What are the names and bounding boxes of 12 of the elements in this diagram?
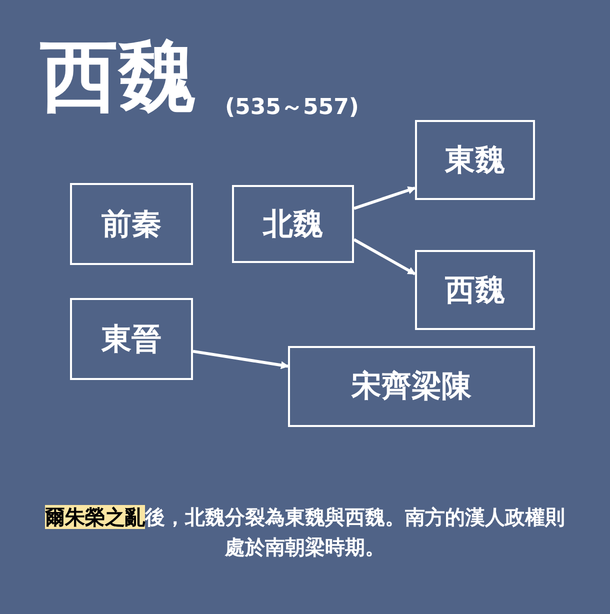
arrow [192,350,289,370]
caption: 爾朱榮之亂後，北魏分裂為東魏與西魏。南方的漢人政權則處於南朝梁時期。 [44,504,566,561]
arrow [353,238,416,276]
date-range: (535～557) [225,94,359,122]
arrow [354,186,416,210]
period-box: 宋齊梁陳 [288,346,535,427]
period-box: 東魏 [415,120,535,200]
period-box: 西魏 [415,250,535,330]
period-box: 北魏 [232,185,354,263]
period-box: 前秦 [70,183,193,265]
period-box: 東晉 [70,298,193,380]
title: 西魏 [40,38,196,116]
